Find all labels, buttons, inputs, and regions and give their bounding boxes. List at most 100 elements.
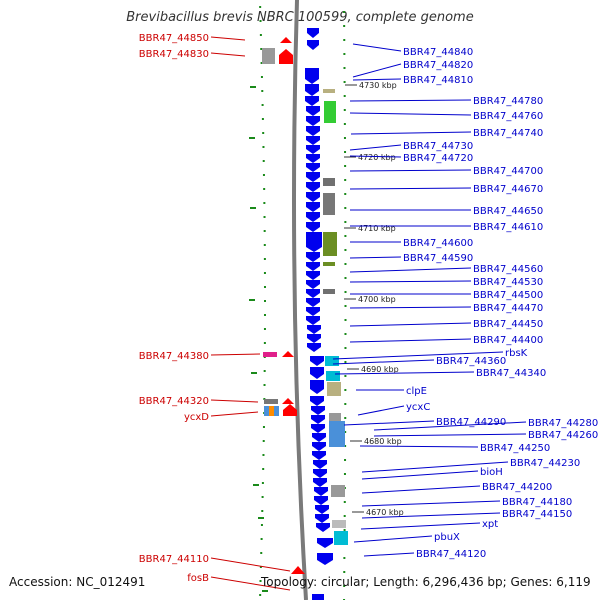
- gene-arrow: [310, 380, 324, 394]
- gene-arrow: [310, 396, 324, 406]
- label-connector: [349, 144, 402, 151]
- label-connector: [361, 461, 509, 473]
- label-connector: [210, 411, 259, 417]
- gene-box: [329, 421, 345, 447]
- tick-mark: [343, 109, 346, 111]
- tick-mark: [263, 272, 266, 274]
- tick-mark: [344, 305, 347, 307]
- kbp-label: 4730 kbp: [359, 81, 397, 90]
- gene-arrow: [307, 40, 319, 50]
- right-gene-label: BBR47_44610: [473, 222, 543, 233]
- gene-arrow-left: [291, 566, 305, 574]
- gene-arrow: [306, 192, 320, 202]
- kbp-label: 4710 kbp: [358, 224, 396, 233]
- gene-arrow: [311, 415, 325, 424]
- tick-mark: [263, 286, 266, 288]
- gene-arrow: [317, 553, 333, 565]
- gene-arrow: [312, 433, 326, 442]
- gene-arrow: [306, 307, 320, 316]
- tick-mark: [343, 39, 346, 41]
- gene-arrow: [311, 406, 325, 415]
- tick-mark: [344, 235, 347, 237]
- gene-box: [323, 262, 335, 266]
- tick-mark: [343, 81, 346, 83]
- tick-mark: [343, 95, 346, 97]
- tick-mark: [343, 25, 346, 27]
- tick-mark: [261, 104, 264, 106]
- gene-arrow: [317, 538, 333, 548]
- left-gene-label: BBR47_44830: [139, 49, 209, 60]
- gene-box: [323, 289, 335, 294]
- right-gene-label: BBR47_44400: [473, 335, 543, 346]
- gene-arrow: [306, 232, 322, 252]
- tick-mark: [261, 496, 264, 498]
- tick-mark: [343, 515, 346, 517]
- tick-mark: [263, 258, 266, 260]
- tick-mark: [263, 230, 266, 232]
- gene-arrow: [306, 182, 320, 192]
- gene-box: [323, 178, 335, 186]
- tick-mark: [262, 160, 265, 162]
- tick-mark: [263, 216, 266, 218]
- tick-mark: [251, 372, 257, 374]
- right-gene-label: xpt: [482, 519, 498, 530]
- tick-mark: [264, 300, 266, 302]
- tick-mark: [263, 188, 266, 190]
- label-connector: [349, 169, 472, 172]
- label-connector: [352, 43, 402, 52]
- gene-box: [332, 520, 346, 528]
- right-gene-label: BBR47_44250: [480, 443, 550, 454]
- label-connector: [349, 322, 472, 327]
- gene-arrow: [311, 424, 325, 433]
- right-gene-label: BBR47_44530: [473, 277, 543, 288]
- tick-mark: [263, 342, 266, 344]
- label-connector: [361, 512, 501, 519]
- right-gene-label: clpE: [406, 386, 427, 397]
- gene-arrow: [307, 28, 319, 38]
- gene-box: [327, 382, 341, 396]
- right-gene-label: BBR47_44730: [403, 141, 473, 152]
- tick-mark: [343, 501, 346, 503]
- gene-arrow: [316, 523, 330, 532]
- tick-mark: [260, 524, 263, 526]
- tick-mark: [343, 557, 346, 559]
- label-connector: [210, 52, 246, 57]
- label-connector: [334, 371, 475, 375]
- tick-mark: [260, 538, 263, 540]
- tick-mark: [259, 6, 262, 8]
- label-connector: [210, 353, 261, 356]
- label-connector: [360, 522, 481, 530]
- right-gene-label: BBR47_44290: [436, 417, 506, 428]
- label-connector: [350, 131, 472, 135]
- tick-mark: [344, 207, 347, 209]
- gene-box: [329, 413, 341, 421]
- gene-arrow: [306, 145, 320, 154]
- gene-box: [323, 193, 335, 215]
- gene-arrow: [310, 356, 324, 366]
- label-connector: [349, 280, 472, 283]
- gene-arrow: [306, 316, 320, 325]
- tick-mark: [343, 585, 346, 587]
- right-gene-label: BBR47_44700: [473, 166, 543, 177]
- right-gene-label: BBR47_44450: [473, 319, 543, 330]
- right-gene-label: BBR47_44810: [403, 75, 473, 86]
- right-gene-label: BBR47_44230: [510, 458, 580, 469]
- label-connector: [352, 78, 402, 81]
- gene-arrow: [306, 222, 320, 232]
- tick-mark: [344, 431, 347, 433]
- label-connector: [361, 470, 479, 480]
- gene-arrow-left: [282, 398, 294, 404]
- right-gene-label: BBR47_44720: [403, 153, 473, 164]
- gene-box: [326, 371, 340, 381]
- tick-mark: [261, 118, 264, 120]
- gene-box: [264, 399, 278, 404]
- tick-mark: [250, 207, 256, 209]
- topology-label: Topology: circular; Length: 6,296,436 bp…: [261, 575, 591, 589]
- right-gene-label: BBR47_44150: [502, 509, 572, 520]
- tick-mark: [261, 510, 264, 512]
- gene-box: [323, 232, 337, 256]
- tick-mark: [263, 384, 266, 386]
- tick-mark: [261, 482, 264, 484]
- gene-box: [325, 356, 339, 366]
